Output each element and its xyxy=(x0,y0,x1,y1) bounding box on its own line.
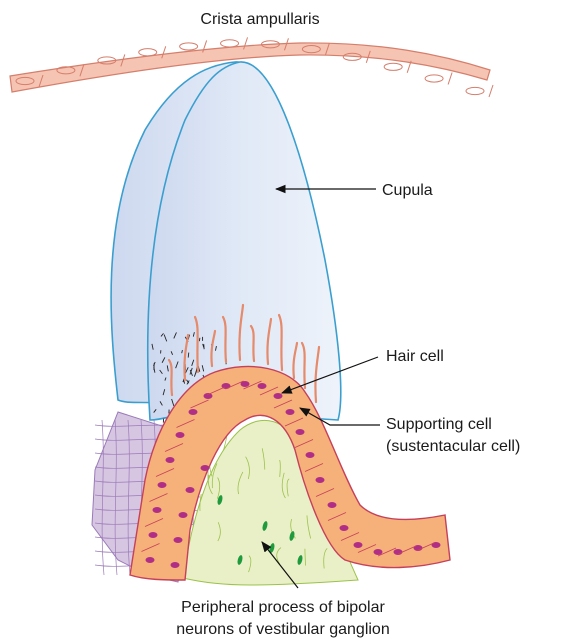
membrane-cell-nucleus xyxy=(384,63,402,70)
cupula-texture-dash xyxy=(199,338,200,341)
cell-nucleus xyxy=(394,549,403,555)
diagram-title: Crista ampullaris xyxy=(0,10,520,30)
cell-nucleus xyxy=(328,502,337,508)
label-sustentacular-cell: (sustentacular cell) xyxy=(386,437,520,457)
label-hair-cell: Hair cell xyxy=(386,347,444,367)
membrane-cell-border xyxy=(448,72,452,84)
cell-nucleus xyxy=(258,383,267,389)
cell-nucleus xyxy=(340,525,349,531)
label-supporting-cell: Supporting cell xyxy=(386,415,492,435)
cell-nucleus xyxy=(146,557,155,563)
cell-nucleus xyxy=(186,487,195,493)
cell-nucleus xyxy=(286,409,295,415)
cell-nucleus xyxy=(189,409,198,415)
cell-nucleus xyxy=(174,537,183,543)
cell-nucleus xyxy=(153,507,162,513)
cell-nucleus xyxy=(274,393,283,399)
cell-nucleus xyxy=(166,457,175,463)
cell-nucleus xyxy=(204,393,213,399)
cell-nucleus xyxy=(201,465,210,471)
label-vestibular-ganglion: neurons of vestibular ganglion xyxy=(0,620,566,640)
cell-nucleus xyxy=(306,452,315,458)
cell-nucleus xyxy=(171,562,180,568)
cupula-texture-dash xyxy=(188,353,189,358)
label-peripheral-process: Peripheral process of bipolar xyxy=(0,598,566,618)
membrane-cell-nucleus xyxy=(466,87,484,94)
membrane-cell-nucleus xyxy=(139,49,157,56)
membrane-cell-border xyxy=(489,85,493,97)
cell-nucleus xyxy=(316,477,325,483)
membrane-cell-nucleus xyxy=(221,40,239,47)
label-cupula: Cupula xyxy=(382,181,433,201)
cell-nucleus xyxy=(179,512,188,518)
cell-nucleus xyxy=(354,542,363,548)
cell-nucleus xyxy=(374,549,383,555)
membrane-cell-nucleus xyxy=(425,75,443,82)
cell-nucleus xyxy=(176,432,185,438)
cell-nucleus xyxy=(432,542,441,548)
cell-nucleus xyxy=(296,429,305,435)
cell-nucleus xyxy=(158,482,167,488)
cell-nucleus xyxy=(149,532,158,538)
membrane-cell-nucleus xyxy=(180,43,198,50)
